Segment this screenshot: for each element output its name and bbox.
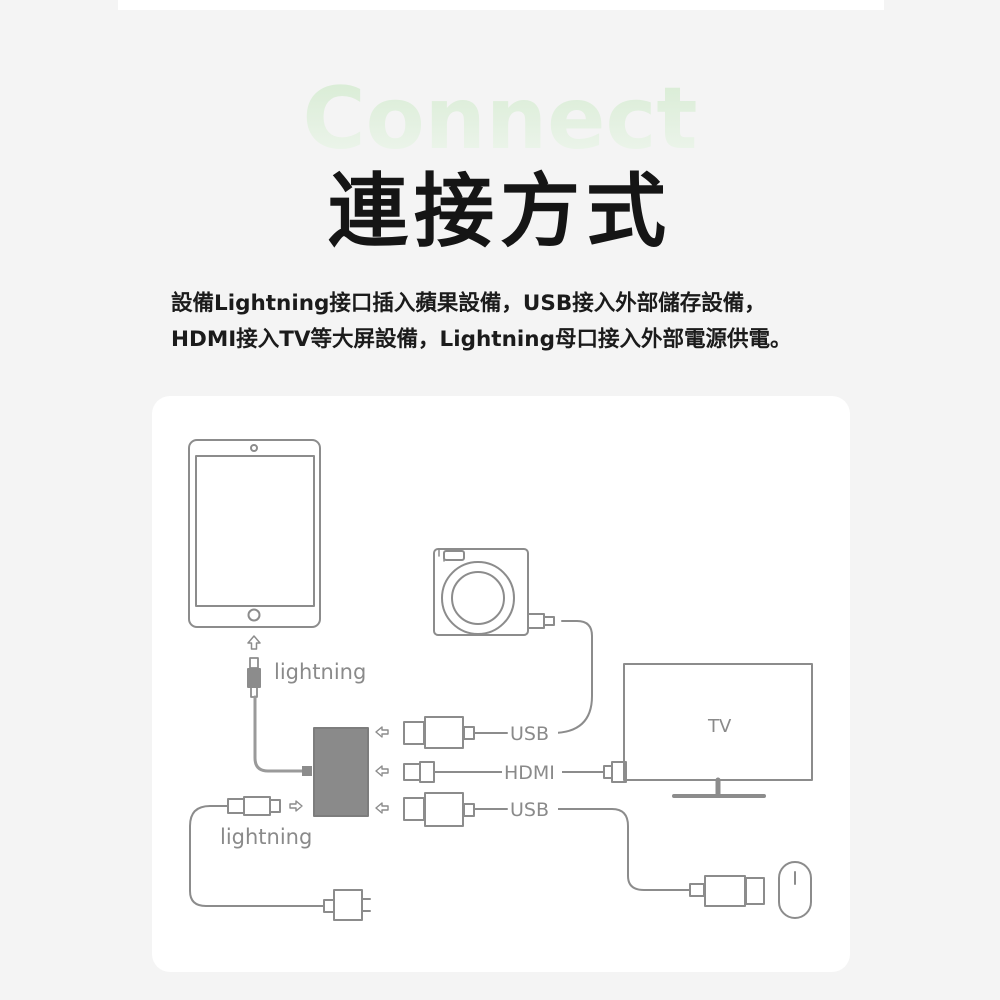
arrow-up-icon [247, 635, 261, 650]
mouse-icon [778, 861, 812, 919]
label-lightning-bottom: lightning [220, 825, 312, 849]
arrow-left-icon [375, 802, 389, 814]
lightning-plug-top-icon [247, 657, 261, 698]
arrow-right-icon [289, 800, 303, 812]
usb-plug-top-icon [403, 716, 508, 749]
description-line-2: HDMI接入TV等大屏設備，Lightning母口接入外部電源供電。 [171, 327, 792, 352]
label-usb-top: USB [510, 723, 549, 745]
tv-icon [623, 663, 813, 798]
hdmi-tv-plug-icon [603, 761, 627, 783]
arrow-left-icon [375, 765, 389, 777]
top-strip [118, 0, 884, 10]
usb-plug-bottom-icon [403, 792, 508, 827]
power-adapter-icon [323, 889, 371, 921]
description-line-1: 設備Lightning接口插入蘋果設備，USB接入外部儲存設備， [171, 291, 766, 316]
hero-word: Connect [0, 70, 1000, 160]
hub-adapter [313, 727, 369, 817]
hero-word-text: Connect [302, 70, 697, 160]
description: 設備Lightning接口插入蘋果設備，USB接入外部儲存設備， HDMI接入T… [171, 286, 931, 358]
arrow-left-icon [375, 726, 389, 738]
label-lightning-top: lightning [274, 660, 366, 684]
diagram-card: lightning lightning USB HDMI USB TV [152, 396, 850, 972]
camera-icon [433, 548, 555, 636]
lightning-plug-bottom-icon [209, 796, 281, 816]
label-usb-bottom: USB [510, 799, 549, 821]
connection-diagram: lightning lightning USB HDMI USB TV [188, 439, 813, 921]
label-hdmi: HDMI [504, 762, 555, 784]
tablet-icon [188, 439, 321, 628]
usb-mouse-plug-icon [689, 875, 765, 907]
label-tv: TV [707, 716, 732, 737]
page-title: 連接方式 [328, 165, 672, 258]
hdmi-plug-icon [403, 761, 503, 783]
